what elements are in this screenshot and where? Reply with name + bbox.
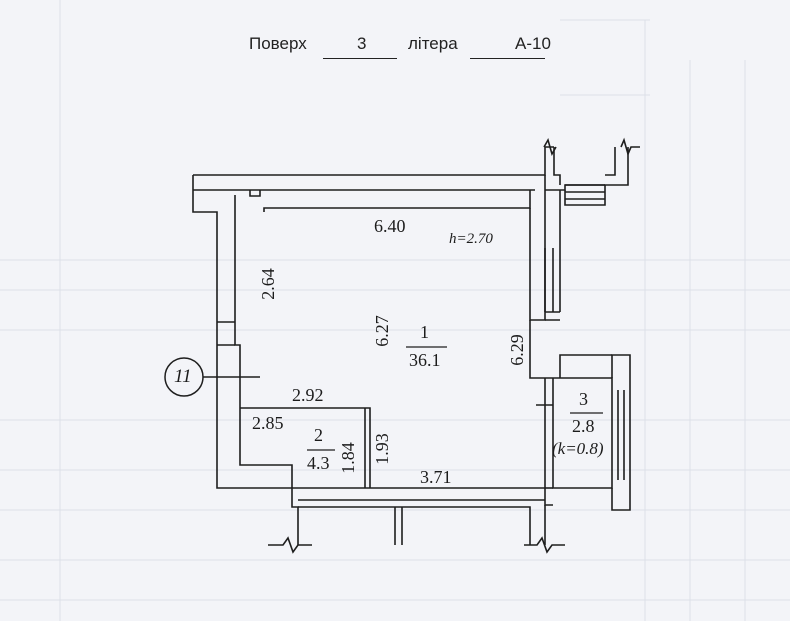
room1-area: 36.1 xyxy=(409,350,441,370)
room3-walls xyxy=(545,377,613,489)
dim-room1-top: 6.40 xyxy=(374,216,406,236)
dim-room2-top: 2.92 xyxy=(292,385,324,405)
floor-value: 3 xyxy=(357,34,367,53)
letter-label: літера xyxy=(408,34,458,53)
room2-number: 2 xyxy=(314,425,323,445)
dim-room1-bottom: 3.71 xyxy=(420,467,452,487)
room3-area: 2.8 xyxy=(572,416,595,436)
room1-left-wall xyxy=(234,212,241,408)
right-wall xyxy=(529,175,546,321)
letter-underline xyxy=(470,58,545,59)
dim-room1-right: 6.29 xyxy=(506,334,527,366)
room2-walls xyxy=(240,407,371,488)
bottom-wall xyxy=(298,499,545,545)
ceiling-height: h=2.70 xyxy=(449,231,493,247)
room1-top-wall xyxy=(234,190,531,212)
room2-area: 4.3 xyxy=(307,453,330,473)
dim-room2-left: 2.85 xyxy=(252,413,284,433)
floor-underline xyxy=(323,58,397,59)
room1-number: 1 xyxy=(420,322,429,342)
outer-wall xyxy=(192,175,299,545)
dim-room1-height: 6.27 xyxy=(371,315,392,347)
marker-number: 11 xyxy=(174,366,192,387)
dim-room2-height: 1.84 xyxy=(337,442,358,474)
dim-room1-left-upper: 2.64 xyxy=(257,268,278,300)
dim-room2-right: 1.93 xyxy=(371,433,392,465)
floor-label: Поверх xyxy=(249,34,307,53)
section-marker xyxy=(164,357,204,397)
room3-coefficient: (k=0.8) xyxy=(552,439,604,458)
room3-number: 3 xyxy=(579,389,588,409)
letter-value: А-10 xyxy=(515,34,551,53)
